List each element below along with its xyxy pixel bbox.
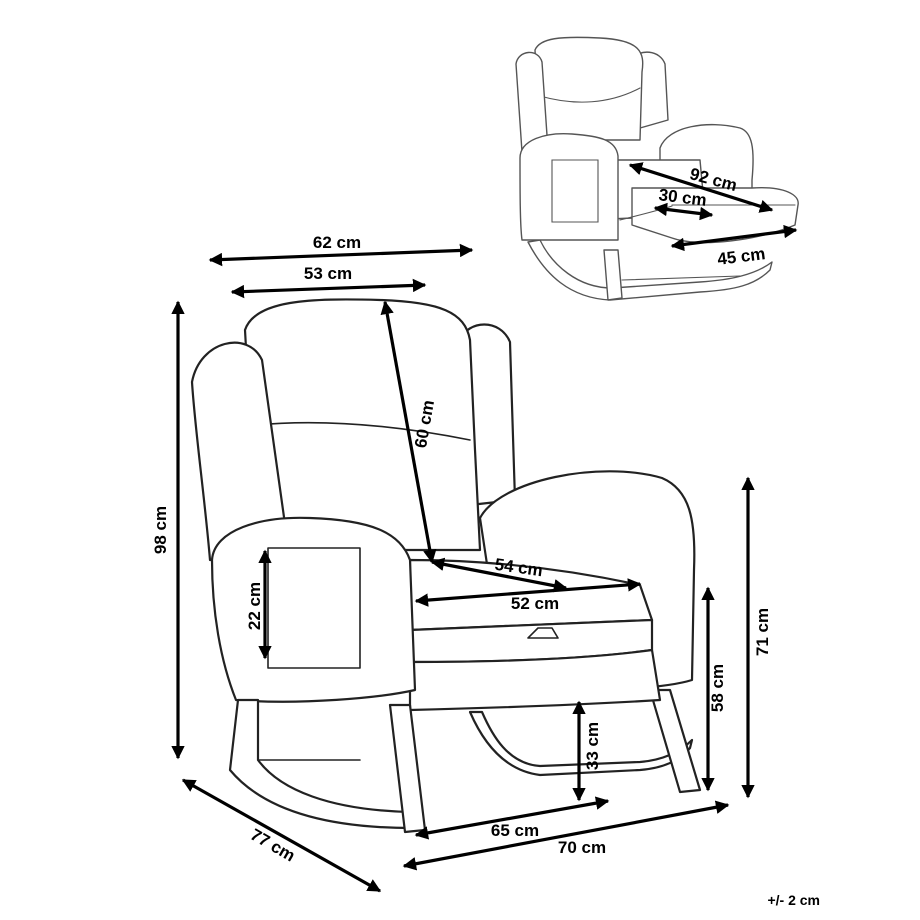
backrest-height-arrow — [380, 300, 437, 564]
seat-floor-clearance-label: 33 cm — [583, 722, 602, 770]
total-height-side-label: 71 cm — [753, 608, 772, 656]
overall-width-arrow — [208, 243, 474, 267]
backrest-width-label: 53 cm — [304, 264, 352, 283]
reclined-length-arrow — [628, 162, 774, 213]
footrest-length-arrow — [670, 224, 798, 252]
tolerance-note: +/- 2 cm — [767, 892, 820, 908]
overall-width-label: 62 cm — [313, 233, 361, 252]
arm-height-label: 58 cm — [708, 664, 727, 712]
seat-width-label: 52 cm — [511, 594, 559, 613]
footrest-depth-arrow — [653, 202, 714, 221]
total-depth-arrow — [181, 778, 382, 893]
total-width-label: 70 cm — [558, 838, 606, 857]
dimension-arrows — [171, 162, 798, 893]
base-width-label: 65 cm — [491, 821, 539, 840]
overall-height-label: 98 cm — [151, 506, 170, 554]
backrest-width-arrow — [230, 278, 427, 299]
total-width-arrow — [402, 800, 730, 871]
pocket-height-label: 22 cm — [245, 582, 264, 630]
seat-width-arrow — [414, 578, 642, 607]
footrest-length-label: 45 cm — [716, 244, 766, 269]
